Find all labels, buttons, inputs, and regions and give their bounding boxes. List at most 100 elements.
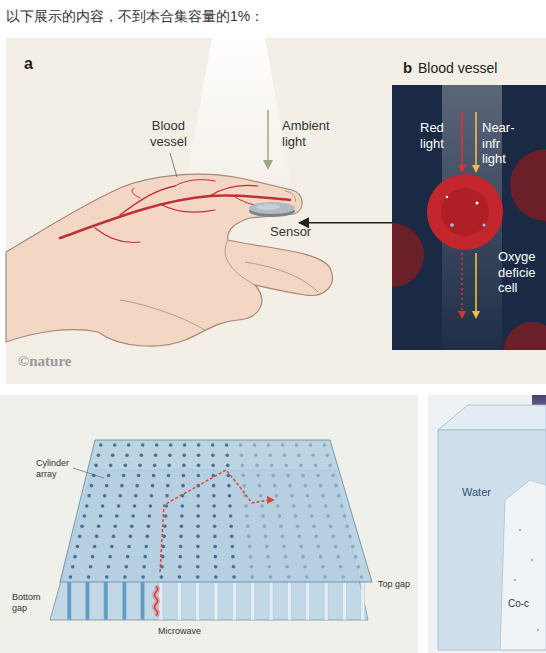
cylinder-dot (178, 555, 182, 559)
cylinder-dot (148, 514, 152, 518)
cylinder-dot (196, 494, 200, 498)
leader-line (73, 468, 104, 478)
cylinder-dot (196, 545, 200, 549)
cylinder-dot (263, 524, 267, 528)
cylinder-dot (225, 443, 229, 447)
blood-vessel (160, 204, 215, 212)
cylinder-dot (265, 545, 269, 549)
cylinder-dot (250, 575, 254, 579)
cylinder-dot (124, 464, 128, 468)
cylinder-dot (196, 524, 200, 528)
cube-top (438, 405, 546, 430)
cylinder-dot (212, 484, 216, 488)
cylinder-dot (321, 494, 325, 498)
arrowhead (472, 311, 480, 319)
cylinder-dot (231, 545, 235, 549)
nir-arrow (475, 253, 477, 311)
cylinder-dot (147, 524, 151, 528)
cylinder-dot (144, 545, 148, 549)
cell-centre (441, 188, 489, 236)
cylinder-dot (340, 504, 344, 508)
crystal-dot (531, 559, 533, 561)
cylinder-dot (341, 575, 345, 579)
arrowhead (267, 496, 275, 504)
microwave-wave (155, 586, 158, 616)
arrowhead (472, 165, 480, 173)
cylinder-dot (267, 443, 271, 447)
panel-ground (6, 38, 546, 384)
cylinder (269, 582, 273, 620)
cylinder-dot (328, 464, 332, 468)
cylinder-dot (197, 464, 201, 468)
cylinder-dot (276, 504, 280, 508)
cylinder-dot (113, 443, 117, 447)
water-cube (438, 430, 546, 650)
cylinder-dot (94, 464, 98, 468)
cylinder-dot (271, 474, 275, 478)
cylinder-dot (306, 494, 310, 498)
sensor-shape (248, 200, 296, 218)
cylinder (342, 582, 346, 620)
cylinder (86, 582, 90, 620)
cylinder-dot (288, 484, 292, 488)
top-plate (60, 440, 372, 582)
cylinder-dot (323, 575, 327, 579)
cylinder-dot (279, 524, 283, 528)
cylinder-dot (339, 565, 343, 569)
cylinder-dot (130, 524, 134, 528)
cylinder-dot (197, 453, 201, 457)
cylinder-dot (296, 524, 300, 528)
cylinder-dot (196, 555, 200, 559)
material-label: Co-c (508, 598, 529, 610)
cylinder-dot (105, 575, 109, 579)
hand-crease (245, 262, 318, 292)
cylinder-dot (211, 464, 215, 468)
cylinder-dot (73, 555, 77, 559)
cylinder-dot (164, 514, 168, 518)
cylinder-dot (124, 565, 128, 569)
cylinder-dot (152, 474, 156, 478)
cylinder-dot (317, 545, 321, 549)
cylinder-dot (311, 453, 315, 457)
cylinder-dot (214, 575, 218, 579)
cylinder-dot (154, 453, 158, 457)
cylinder-dot (240, 453, 244, 457)
cylinder-dot (232, 575, 236, 579)
cylinder-dot (231, 555, 235, 559)
cylinder-dot (120, 484, 124, 488)
panel-ground (0, 395, 418, 653)
cylinder-dot (314, 535, 318, 539)
cylinder-dot (183, 443, 187, 447)
cylinder-dot (227, 474, 231, 478)
cylinder-dot (246, 524, 250, 528)
cylinder-dot (99, 514, 103, 518)
cylinder (214, 582, 218, 620)
cylinder-dot (351, 545, 355, 549)
cylinder-dot (109, 464, 113, 468)
cylinder-dot (229, 514, 233, 518)
cylinder-dot (89, 565, 93, 569)
cell-dot (483, 224, 486, 227)
cylinder-dot (155, 443, 159, 447)
cell-dot (446, 196, 448, 198)
cylinder (361, 582, 365, 620)
cylinder-dot (125, 453, 129, 457)
cylinder-dot (273, 484, 277, 488)
cylinder-dot (274, 494, 278, 498)
cylinder-dot (228, 504, 232, 508)
watermark: ©nature (18, 352, 71, 370)
cylinder-dot (232, 565, 236, 569)
cylinder-dot (348, 535, 352, 539)
cylinder-dot (167, 474, 171, 478)
cylinder-dot (78, 535, 82, 539)
crystal-dot (519, 529, 521, 531)
cylinder-dot (357, 565, 361, 569)
cylinder-dot (305, 575, 309, 579)
cylinder-dot (168, 453, 172, 457)
cylinder-dot (225, 453, 229, 457)
cylinder-dot (212, 494, 216, 498)
cylinder-dot (112, 535, 116, 539)
cylinder-dot (278, 514, 282, 518)
crystal-dot (537, 629, 539, 631)
cylinder-dot (294, 514, 298, 518)
